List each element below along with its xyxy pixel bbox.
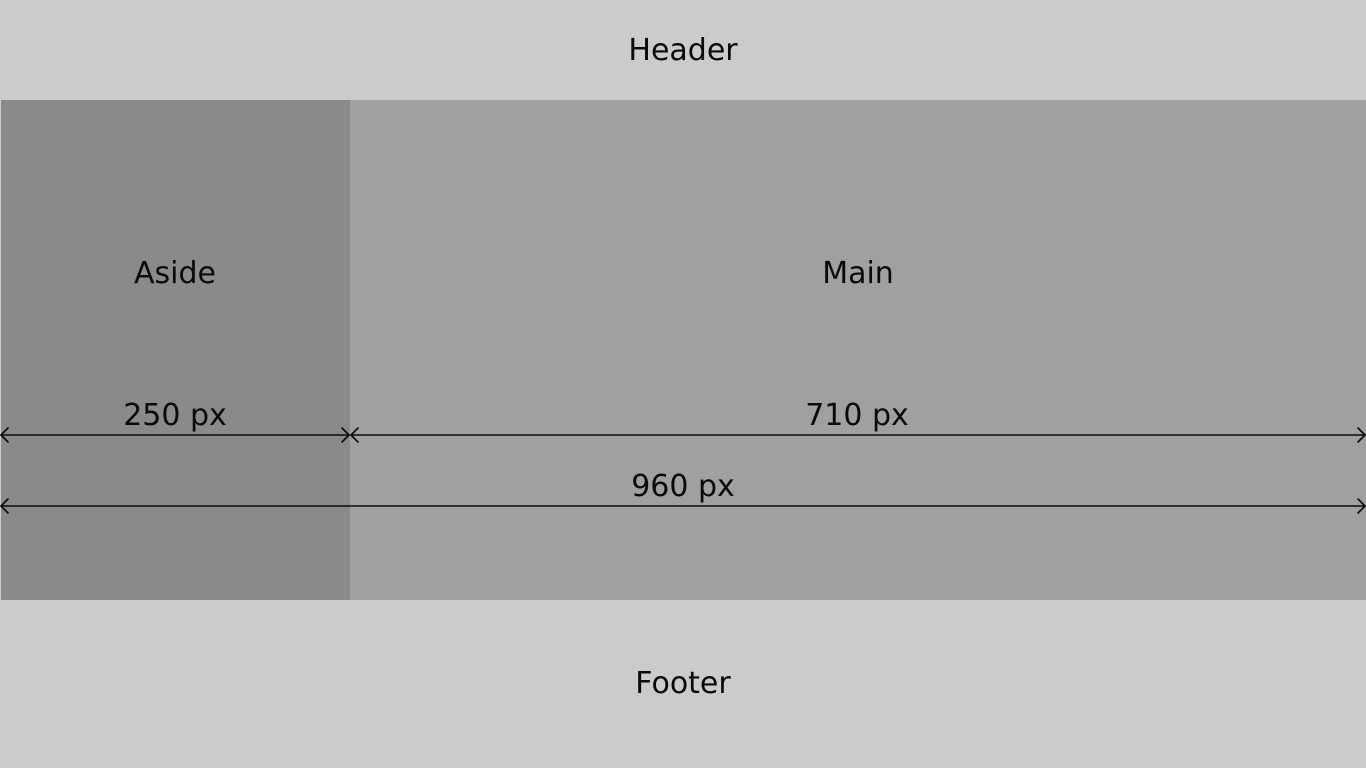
main-width-label: 710 px: [805, 398, 909, 433]
main-label: Main: [822, 256, 894, 291]
main-width-arrow: [350, 427, 1366, 443]
main-region: Main: [350, 100, 1366, 600]
total-width-label: 960 px: [631, 469, 735, 504]
header-label: Header: [628, 33, 738, 68]
aside-region: Aside: [1, 100, 350, 600]
header-region: Header: [0, 0, 1366, 100]
footer-region: Footer: [0, 600, 1366, 768]
aside-label: Aside: [134, 256, 216, 291]
footer-label: Footer: [635, 666, 731, 701]
aside-width-label: 250 px: [123, 398, 227, 433]
total-width-arrow: [0, 498, 1366, 514]
aside-width-arrow: [0, 427, 350, 443]
